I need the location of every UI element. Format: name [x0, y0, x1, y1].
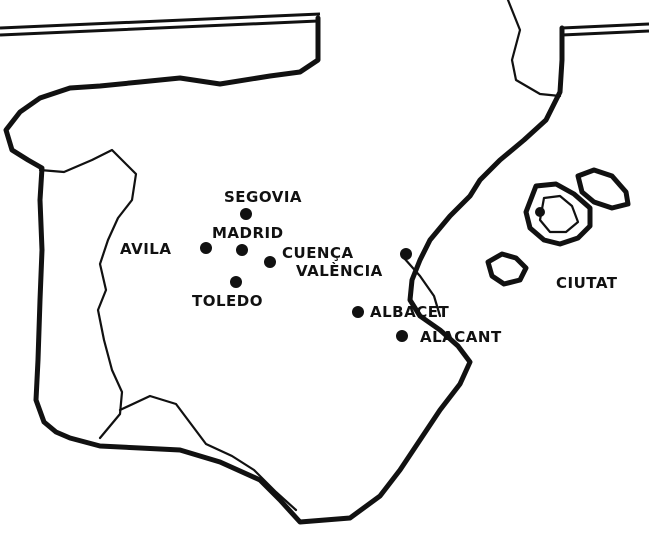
- city-dot-alacant: [396, 330, 408, 342]
- city-dot-cuenca: [264, 256, 276, 268]
- interior-region-border: [118, 256, 442, 512]
- city-dot-toledo: [230, 276, 242, 288]
- island-menorca: [575, 167, 631, 211]
- island-mallorca: [523, 181, 593, 247]
- city-label-albacet: ALBACET: [370, 303, 449, 321]
- city-dot-madrid: [236, 244, 248, 256]
- city-label-segovia: SEGOVIA: [224, 188, 302, 206]
- peninsula-coastline: [3, 15, 565, 525]
- portugal-border: [38, 148, 138, 440]
- city-label-cuenca: CUENÇA: [282, 244, 354, 262]
- city-label-avila: AVILA: [120, 240, 171, 258]
- island-ibiza: [485, 251, 529, 287]
- city-label-alacant: ALACANT: [420, 328, 502, 346]
- city-dot-avila: [200, 242, 212, 254]
- city-dot-ciutat: [535, 207, 545, 217]
- city-dot-segovia: [240, 208, 252, 220]
- top-left-frame-line: [0, 12, 321, 37]
- city-label-madrid: MADRID: [212, 224, 284, 242]
- top-right-frame-line: [561, 22, 649, 37]
- island-mallorca-inner: [538, 194, 580, 234]
- city-label-toledo: TOLEDO: [192, 292, 263, 310]
- city-label-valencia: VALÈNCIA: [296, 261, 383, 280]
- city-dot-valencia: [400, 248, 412, 260]
- city-label-ciutat: CIUTAT: [556, 274, 618, 292]
- france-border: [506, 0, 562, 98]
- city-dot-albacet: [352, 306, 364, 318]
